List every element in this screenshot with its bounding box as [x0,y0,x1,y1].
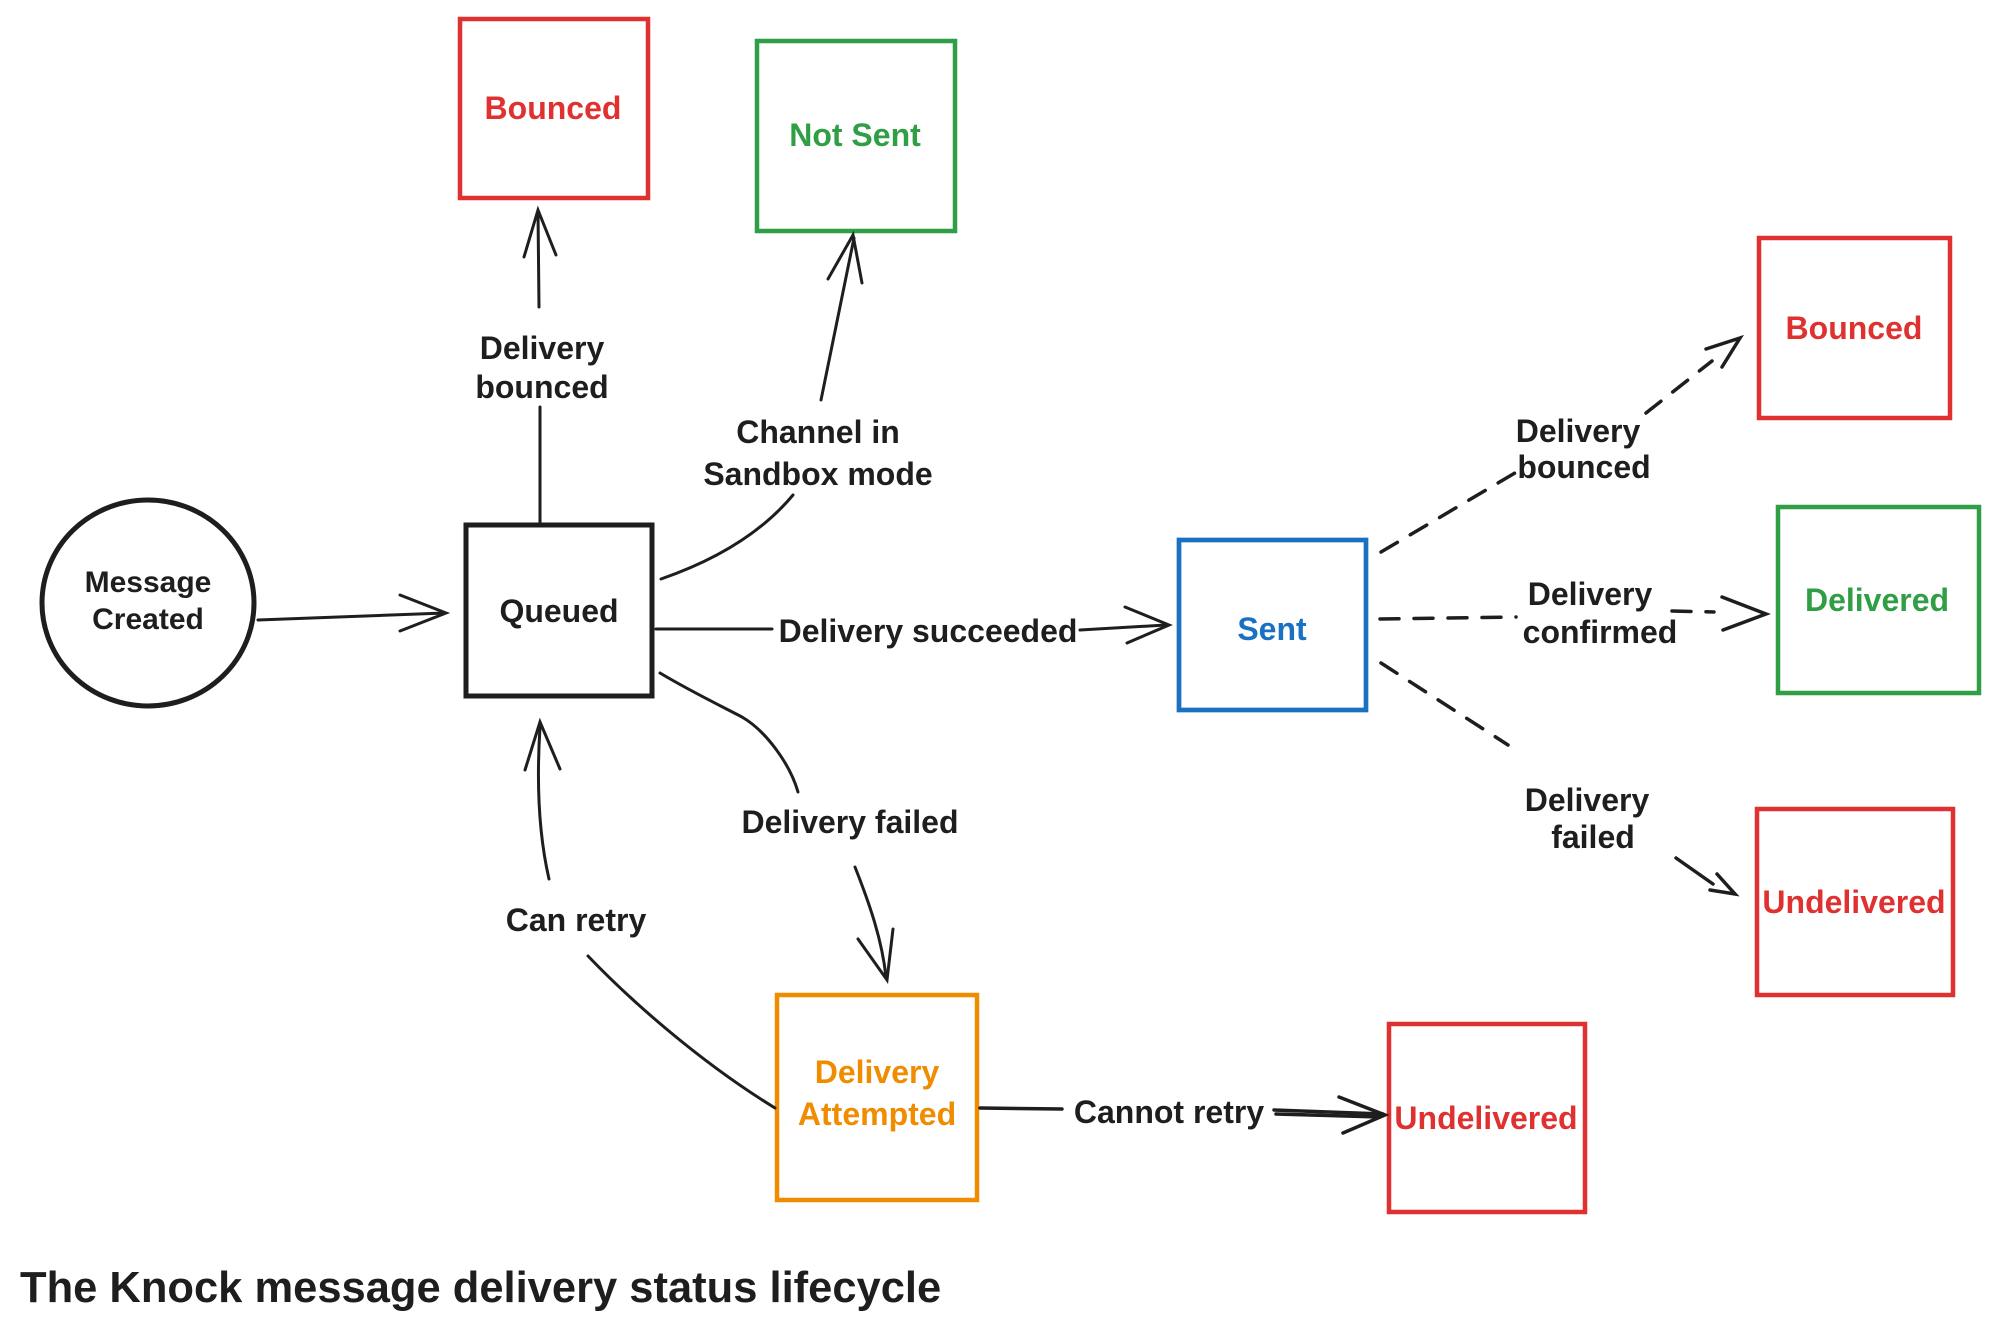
svg-text:Bounced: Bounced [1786,310,1923,346]
svg-text:Delivery: Delivery [1525,782,1650,818]
svg-text:Delivery failed: Delivery failed [742,804,959,840]
svg-text:Undelivered: Undelivered [1762,884,1945,920]
svg-text:Delivery: Delivery [1516,413,1641,449]
svg-text:bounced: bounced [475,369,608,405]
svg-text:Sandbox mode: Sandbox mode [703,456,932,492]
svg-text:Created: Created [92,603,204,636]
svg-text:Channel in: Channel in [736,414,900,450]
svg-text:Message: Message [85,566,212,599]
svg-text:Queued: Queued [499,593,618,629]
svg-text:Attempted: Attempted [798,1096,956,1132]
svg-text:Delivery: Delivery [1528,576,1653,612]
svg-text:bounced: bounced [1517,449,1650,485]
svg-text:Undelivered: Undelivered [1394,1100,1577,1136]
svg-text:Delivery: Delivery [815,1054,940,1090]
svg-text:Sent: Sent [1237,611,1307,647]
svg-text:Cannot retry: Cannot retry [1074,1094,1264,1130]
svg-text:Delivery: Delivery [480,330,605,366]
svg-text:Delivery succeeded: Delivery succeeded [779,613,1078,649]
svg-text:Bounced: Bounced [485,90,622,126]
svg-text:The Knock message delivery sta: The Knock message delivery status lifecy… [20,1264,941,1312]
svg-text:Not Sent: Not Sent [789,117,921,153]
svg-text:Can retry: Can retry [506,902,647,938]
svg-text:confirmed: confirmed [1523,614,1678,650]
svg-text:failed: failed [1551,819,1635,855]
svg-text:Delivered: Delivered [1805,582,1949,618]
